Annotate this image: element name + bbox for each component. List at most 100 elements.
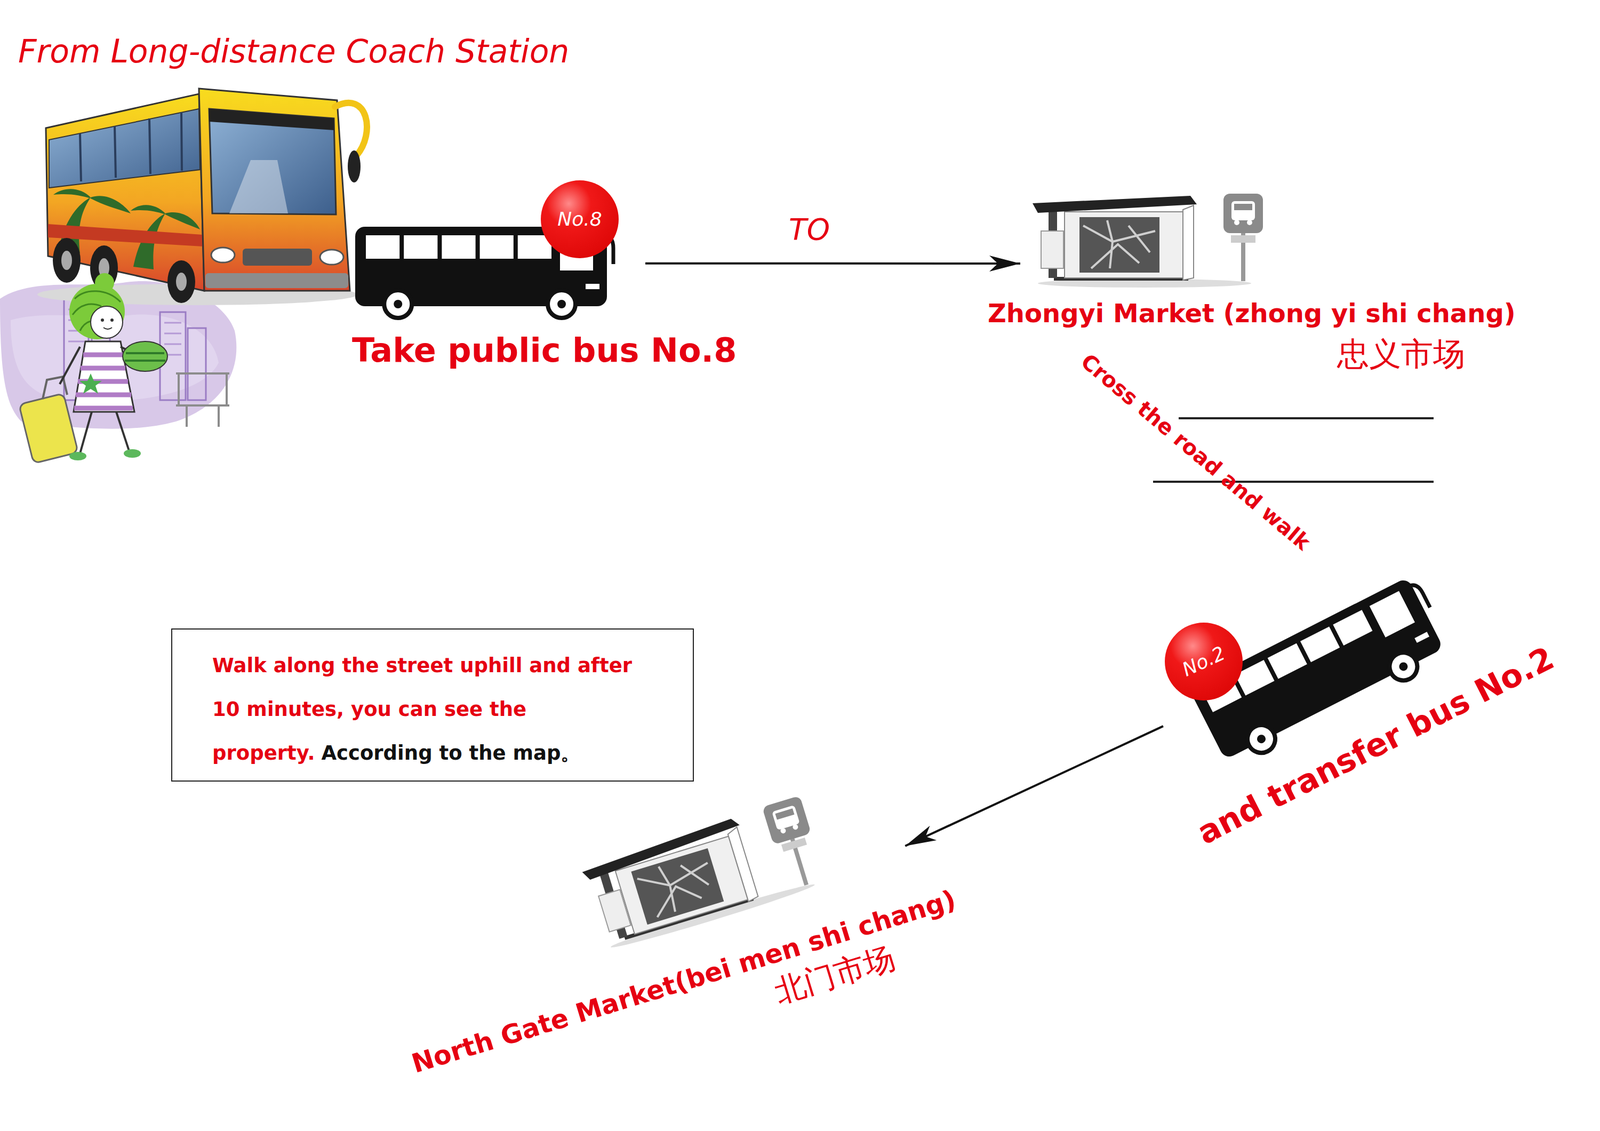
- sign-bus-wheel: [779, 827, 787, 834]
- destination-sign: [209, 108, 334, 131]
- coach-side-windows: [49, 108, 200, 188]
- girl-hair-bun: [94, 273, 115, 293]
- connector-label: TO: [788, 214, 830, 244]
- shape-outline: [1032, 193, 1266, 286]
- instruction-note: According to the map。: [321, 741, 581, 765]
- stop-map-lines: [1083, 220, 1156, 269]
- suitcase-handle: [42, 376, 68, 399]
- stop-roof: [1032, 195, 1197, 213]
- bus-window: [365, 235, 400, 259]
- bus-window: [1332, 609, 1373, 646]
- stop-map-screen: [630, 848, 724, 925]
- bus-wheel: [547, 290, 576, 318]
- stop-side-box: [598, 889, 631, 932]
- bus-wheel: [1242, 720, 1280, 758]
- bus-hub: [557, 299, 566, 309]
- route-badge: No.8: [540, 180, 619, 259]
- bus-headlight: [585, 283, 600, 290]
- sign-board: [762, 795, 812, 845]
- girl-face: [90, 306, 123, 339]
- stop-roof: [580, 816, 743, 882]
- sign-bus-window: [774, 808, 795, 820]
- building-outline: [187, 328, 206, 400]
- road-line: [1178, 417, 1434, 420]
- stop-map-lines: [635, 852, 719, 920]
- headlight: [320, 249, 344, 265]
- coach-wheel: [167, 260, 196, 303]
- route-number: No.2: [1179, 643, 1229, 680]
- coach-bumper: [205, 273, 349, 288]
- bus-stop: North Gate Market(bei men shi chang)北门市场: [592, 800, 902, 944]
- bus-hub: [1397, 660, 1410, 673]
- sign-plate: [1230, 235, 1256, 243]
- dress-star: [79, 373, 102, 394]
- girl-shoe: [69, 451, 87, 461]
- girl-arm: [59, 346, 80, 384]
- coach-wheel: [52, 237, 81, 283]
- bus-window: [1300, 626, 1340, 662]
- coach-windshield: [209, 108, 336, 215]
- girl-eye: [110, 318, 114, 322]
- dress-stripes: [74, 354, 133, 408]
- connector-arrow: [645, 262, 1021, 265]
- route-number: No.8: [557, 209, 602, 229]
- bus-window: [441, 235, 476, 259]
- bus-windshield: [1369, 590, 1415, 638]
- stop-glass: [726, 826, 759, 902]
- girl-mouth: [103, 327, 112, 330]
- bus-window: [480, 235, 514, 259]
- stop-glass: [1182, 205, 1194, 280]
- road-line: [1153, 480, 1434, 483]
- girl-shoe: [123, 449, 141, 458]
- coach-mirror: [347, 150, 361, 183]
- stop-panel: [1064, 211, 1183, 278]
- sign-bus-symbol: [1231, 201, 1255, 221]
- driver-seat: [229, 160, 288, 214]
- handbag: [122, 341, 168, 372]
- title-text: From Long-distance Coach Station: [18, 35, 570, 68]
- route-badge: No.2: [1164, 622, 1243, 701]
- headlight: [211, 247, 235, 263]
- stop-name: Zhongyi Market (zhong yi shi chang): [987, 300, 1516, 326]
- bus-stop: Zhongyi Market (zhong yi shi chang)忠义市场: [1032, 193, 1266, 286]
- girl-hair: [69, 283, 125, 340]
- direction-note: Cross the road and walk: [1077, 349, 1315, 554]
- sign-bus-window: [1234, 203, 1253, 211]
- coach-hub: [61, 250, 72, 270]
- bus-headlight: [1414, 631, 1430, 643]
- connector-arrow: [905, 725, 1164, 846]
- step-caption: Take public bus No.8: [352, 333, 737, 367]
- girl-legs: [80, 411, 130, 454]
- chair-sketch: [176, 373, 230, 427]
- bus-wheel: [1384, 647, 1422, 685]
- bus-hub: [393, 299, 403, 309]
- bus-wheel: [384, 290, 412, 318]
- stop-map-screen: [1079, 217, 1160, 273]
- stop-name-chinese: 忠义市场: [1337, 337, 1466, 370]
- window-frames: [80, 112, 182, 182]
- sign-bus-wheel: [792, 823, 799, 830]
- note-box: Walk along the street uphill and after 1…: [171, 628, 694, 782]
- bus-window: [403, 235, 438, 259]
- bus-hub: [1255, 732, 1268, 745]
- stop-side-box: [1041, 230, 1064, 269]
- shelter-graphic: [579, 795, 828, 953]
- bus-icon: Take public bus No.8No.8: [355, 180, 619, 307]
- coach-grille: [242, 248, 312, 266]
- coach-front: [198, 88, 350, 291]
- sign-board: [1223, 193, 1263, 234]
- sign-bus-wheel: [1234, 219, 1240, 226]
- sign-bus-symbol: [771, 804, 800, 830]
- shelter-graphic: [1032, 193, 1263, 288]
- sign-bus-wheel: [1246, 219, 1253, 226]
- coach-hub: [176, 272, 187, 291]
- coach-mirror-arm: [334, 102, 367, 156]
- stop-panel: [615, 836, 749, 934]
- bus-window: [1267, 643, 1308, 679]
- handbag-stripes: [124, 353, 166, 361]
- bus-icon: and transfer bus No.2No.2: [1163, 586, 1439, 740]
- suitcase: [18, 393, 78, 463]
